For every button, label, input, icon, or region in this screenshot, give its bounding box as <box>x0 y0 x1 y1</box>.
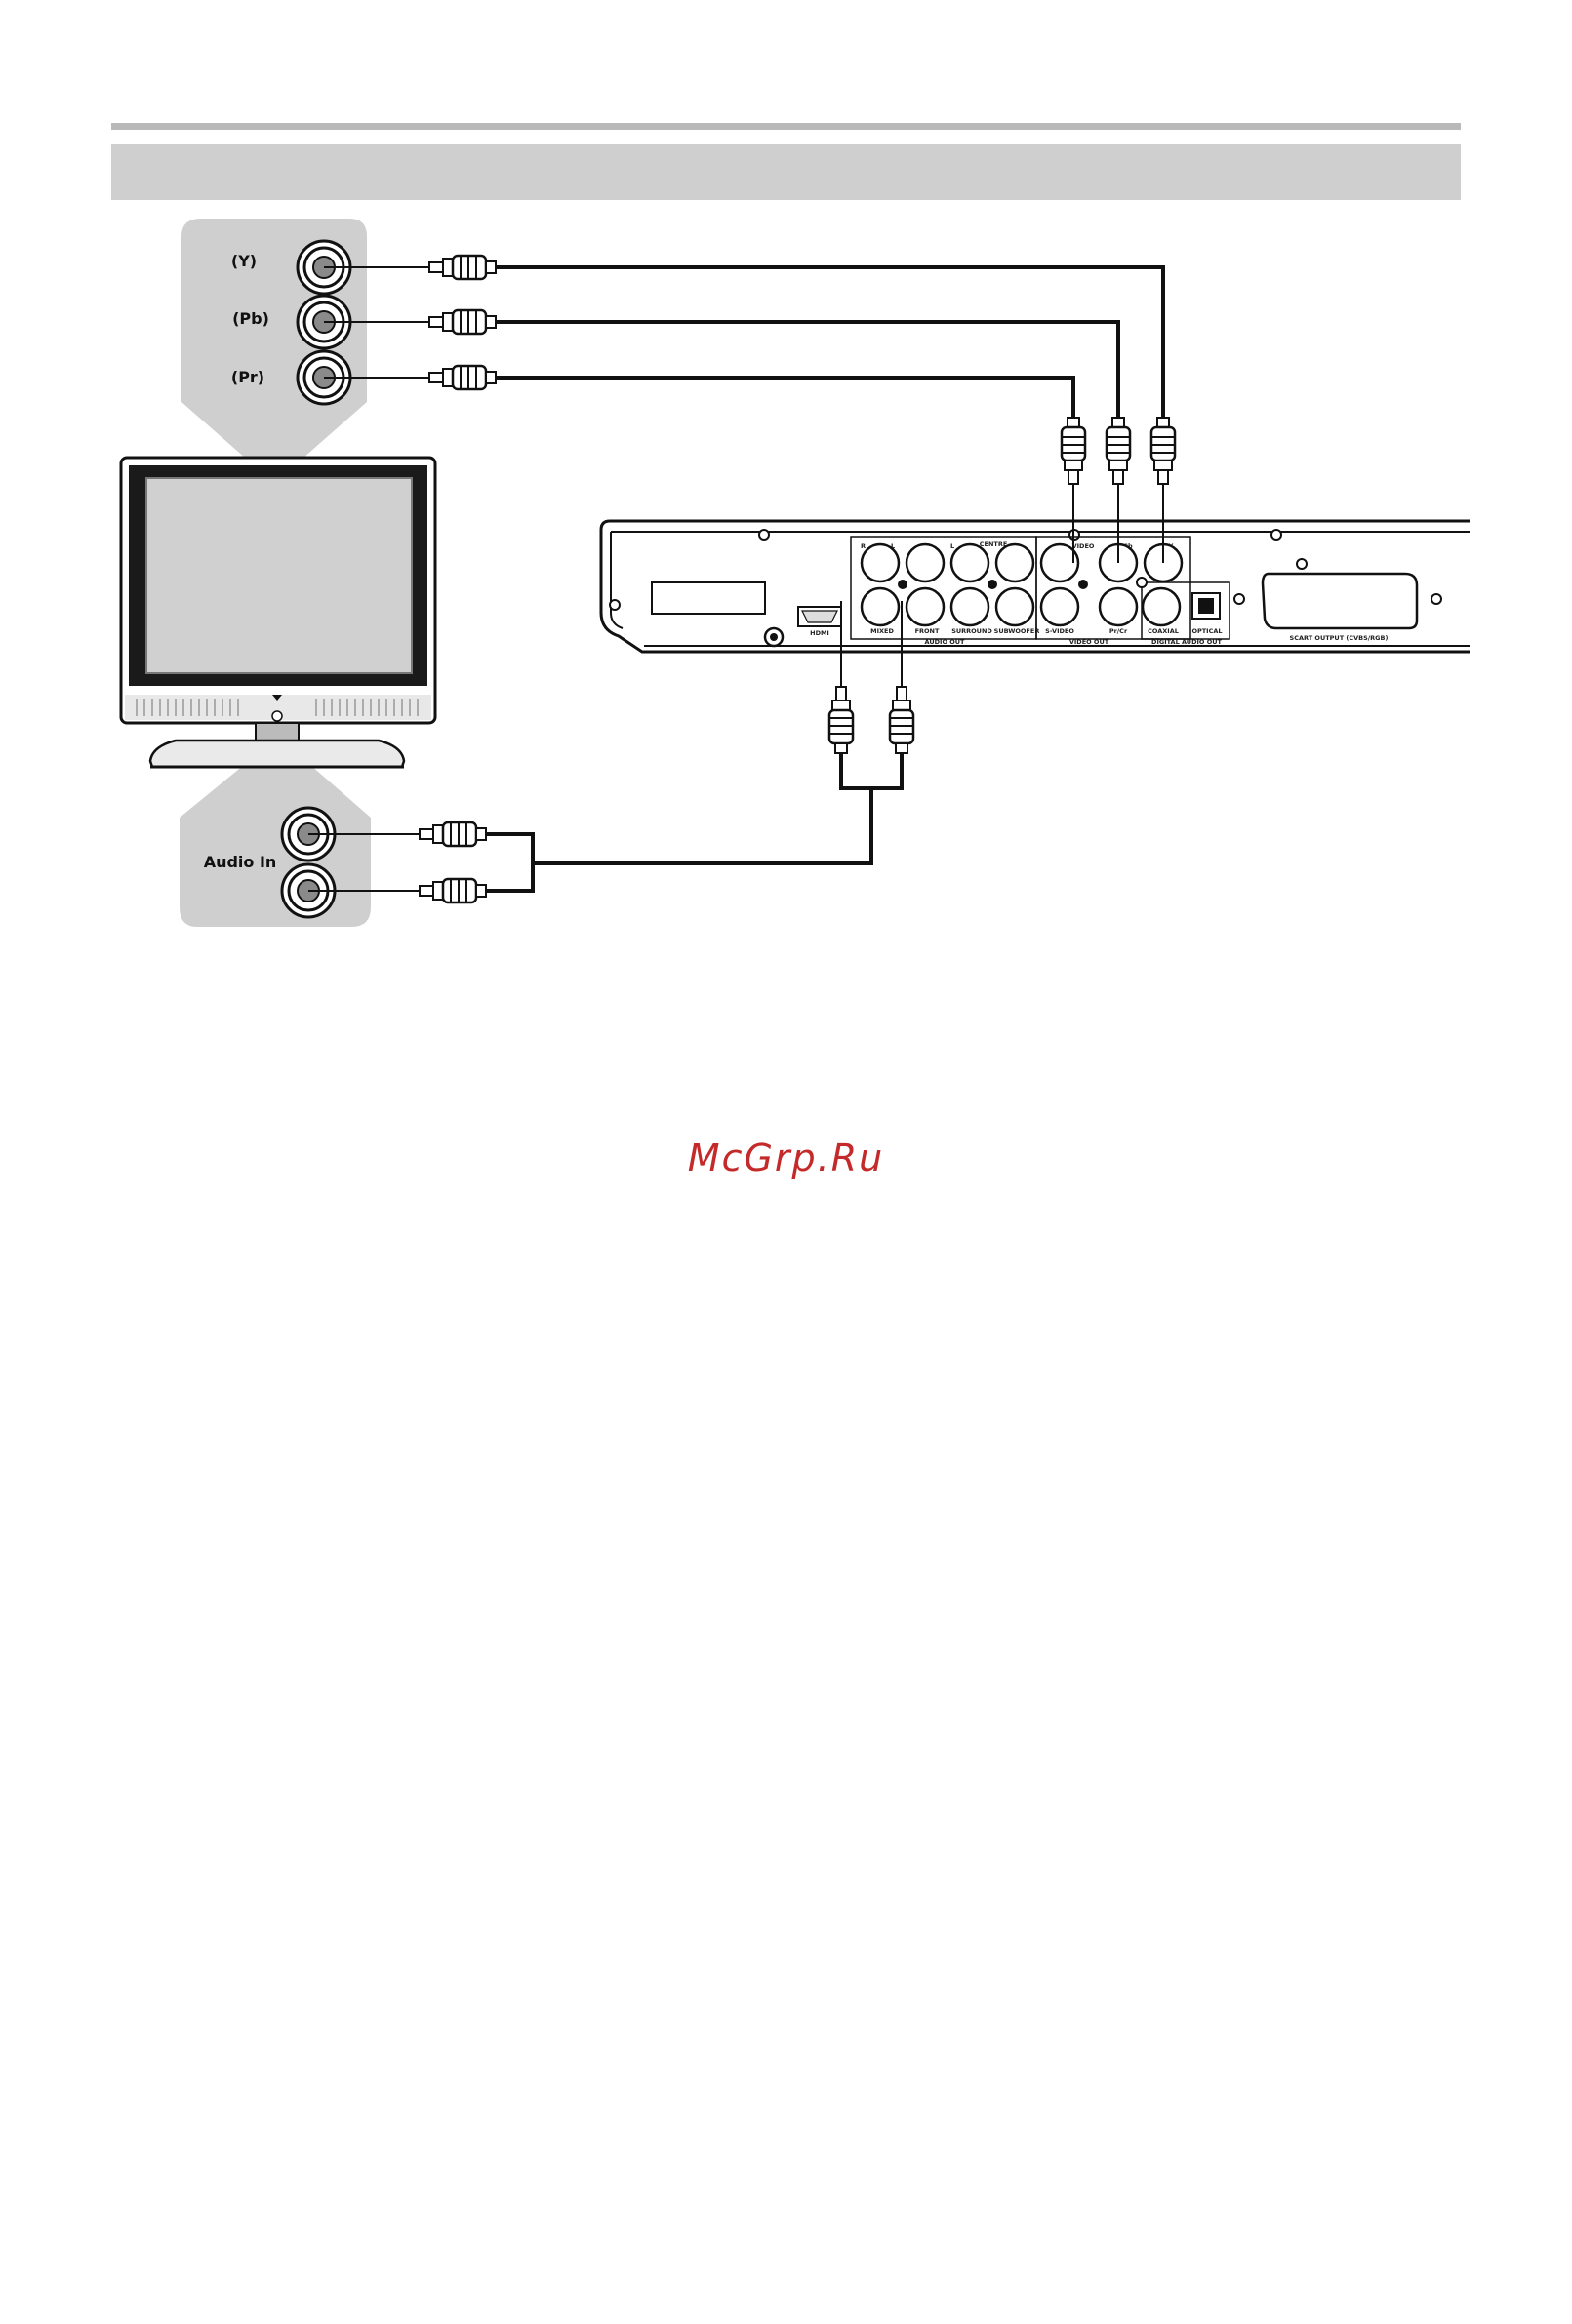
jack-coaxial <box>1143 588 1180 625</box>
jack-s-video <box>1041 588 1078 625</box>
jack-centre <box>996 544 1033 581</box>
plug-audio-l-player <box>829 687 853 753</box>
label-pr-cr: Pr/Cr <box>1109 627 1128 635</box>
label-l-2: L <box>950 542 954 550</box>
watermark-text: McGrp.Ru <box>0 1137 1572 1180</box>
label-s-video: S-VIDEO <box>1045 627 1074 635</box>
plug-y-tv <box>429 256 496 279</box>
label-audio-out: AUDIO OUT <box>925 638 966 646</box>
plug-audio-r-tv <box>420 879 486 902</box>
label-r: R <box>861 542 866 550</box>
label-scart: SCART OUTPUT (CVBS/RGB) <box>1290 634 1389 642</box>
connection-diagram: (Y) (Pb) (Pr) Audio In <box>0 0 1572 976</box>
label-video-out: VIDEO OUT <box>1069 638 1109 646</box>
jack-audio-r <box>862 544 899 581</box>
label-audio-in: Audio In <box>204 853 277 871</box>
label-pr: (Pr) <box>231 368 264 386</box>
plug-audio-l-tv <box>420 822 486 846</box>
jack-pr <box>1100 588 1137 625</box>
label-front: FRONT <box>915 627 940 635</box>
jack-front-r <box>907 588 944 625</box>
label-pb: (Pb) <box>232 309 269 328</box>
label-digital-audio-out: DIGITAL AUDIO OUT <box>1151 638 1222 646</box>
label-surround: SURROUND <box>951 627 992 635</box>
plug-pr-tv <box>429 366 496 389</box>
plug-pb-player <box>1107 418 1130 484</box>
label-subwoofer: SUBWOOFER <box>994 627 1040 635</box>
label-coaxial: COAXIAL <box>1148 627 1179 635</box>
label-optical: OPTICAL <box>1191 627 1222 635</box>
jack-surround-r <box>951 588 988 625</box>
audio-input-panel <box>180 765 371 927</box>
dvd-player-rear: HDMI R L L CENTRE MIXED FRONT SURROUND S… <box>601 521 1470 652</box>
label-video: VIDEO <box>1072 542 1095 550</box>
label-hdmi: HDMI <box>810 629 829 637</box>
jack-surround-l <box>951 544 988 581</box>
plug-y-player <box>1151 418 1175 484</box>
jack-front-l <box>907 544 944 581</box>
television <box>121 458 435 767</box>
plug-pb-tv <box>429 310 496 334</box>
label-y: (Y) <box>231 252 257 270</box>
jack-mixed <box>862 588 899 625</box>
plug-pr-player <box>1062 418 1085 484</box>
component-cables <box>493 267 1163 563</box>
plug-audio-r-player <box>890 687 913 753</box>
jack-subwoofer <box>996 588 1033 625</box>
label-mixed: MIXED <box>870 627 894 635</box>
